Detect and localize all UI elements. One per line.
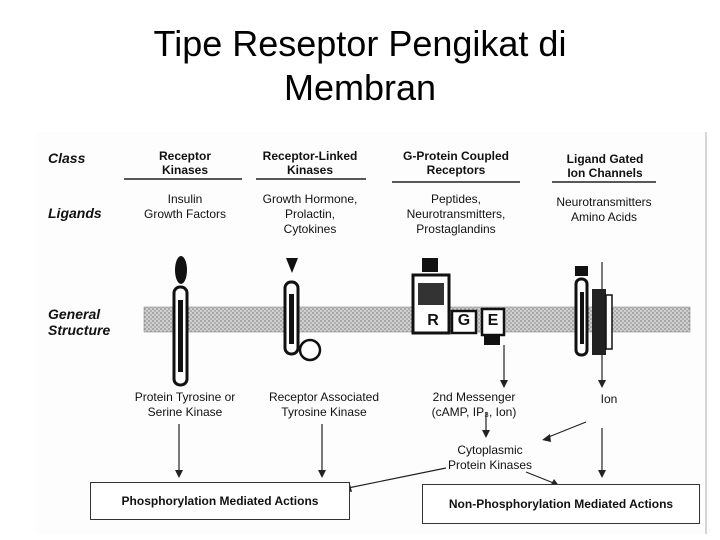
phosphorylation-actions-label: Phosphorylation Mediated Actions <box>121 494 319 508</box>
class-label-receptor-linked-kinases: Receptor-Linked Kinases <box>248 149 372 177</box>
ligand-item: Insulin <box>167 192 203 206</box>
class-label-ligand-gated: Ligand Gated Ion Channels <box>546 152 664 180</box>
class-label-receptor-kinases: Receptor Kinases <box>125 149 245 177</box>
class-label-line: Kinases <box>161 163 209 177</box>
effector-line: Serine Kinase <box>147 405 223 419</box>
slide-title-line1: Tipe Reseptor Pengikat di <box>153 23 567 64</box>
non-phosphorylation-actions-label: Non-Phosphorylation Mediated Actions <box>448 497 674 511</box>
letter-e: E <box>487 312 499 329</box>
class-label-line: Ligand Gated <box>566 152 644 166</box>
effector-label-second-messenger: 2nd Messenger (cAMP, IP₃, Ion) <box>416 390 532 420</box>
ligand-list-receptor-kinases: Insulin Growth Factors <box>125 192 245 222</box>
receptor-diagram: Class Ligands General Structure Receptor… <box>36 132 710 534</box>
ligand-item: Peptides, <box>430 192 482 206</box>
class-label-g-protein-coupled: G-Protein Coupled Receptors <box>386 149 526 177</box>
ligand-item: Amino Acids <box>570 210 638 224</box>
growth-hormone-ligand-shape <box>286 258 298 273</box>
class-label-line: Ion Channels <box>567 166 643 180</box>
neurotransmitter-ligand-shape <box>575 266 588 276</box>
ligand-item: Growth Hormone, <box>262 192 358 206</box>
effector-line: Protein Tyrosine or <box>134 390 236 404</box>
cytoplasmic-line: Protein Kinases <box>447 458 533 472</box>
letter-r: R <box>427 312 439 329</box>
slide-title: Tipe Reseptor Pengikat di Membran <box>0 22 720 110</box>
class-label-line: Receptors <box>426 163 486 177</box>
effector-line: 2nd Messenger <box>432 390 516 404</box>
slide-title-line2: Membran <box>283 67 437 108</box>
phosphorylation-actions-box: Phosphorylation Mediated Actions <box>90 482 350 520</box>
insulin-ligand-shape <box>175 256 187 284</box>
ligand-list-receptor-linked: Growth Hormone, Prolactin, Cytokines <box>248 192 372 237</box>
effector-line: Ion <box>600 392 618 406</box>
ligand-item: Neurotransmitters, <box>406 207 506 221</box>
class-label-line: Kinases <box>286 163 334 177</box>
effector-label-protein-kinase: Protein Tyrosine or Serine Kinase <box>122 390 248 420</box>
class-label-line: Receptor <box>158 149 211 163</box>
non-phosphorylation-actions-box: Non-Phosphorylation Mediated Actions <box>422 484 700 524</box>
row-label-class: Class <box>48 150 86 166</box>
effector-label-associated-kinase: Receptor Associated Tyrosine Kinase <box>258 390 390 420</box>
row-label-structure-line1: General <box>48 306 101 322</box>
ion-channel-right <box>592 289 606 355</box>
associated-kinase-shape <box>298 338 322 362</box>
effector-line: (cAMP, IP₃, Ion) <box>431 405 517 419</box>
effector-label-ion: Ion <box>584 392 634 407</box>
cytoplasmic-line: Cytoplasmic <box>457 443 523 457</box>
ligand-item: Growth Factors <box>143 207 227 221</box>
effector-line: Tyrosine Kinase <box>281 405 367 419</box>
ligand-item: Prostaglandins <box>416 222 496 236</box>
cytoplasmic-kinases-label: Cytoplasmic Protein Kinases <box>430 443 550 473</box>
row-label-structure-line2: Structure <box>48 322 111 338</box>
class-label-line: Receptor-Linked <box>262 149 358 163</box>
class-label-line: G-Protein Coupled <box>403 149 509 163</box>
ligand-item: Prolactin, <box>284 207 336 221</box>
ligand-item: Cytokines <box>283 222 337 236</box>
ligand-list-ion-channel: Neurotransmitters Amino Acids <box>538 195 670 225</box>
letter-g: G <box>457 312 471 329</box>
diagram-graphics <box>124 132 707 534</box>
row-label-structure: General Structure <box>48 306 110 338</box>
peptide-ligand-shape <box>422 258 438 272</box>
ligand-item: Neurotransmitters <box>556 195 652 209</box>
g-protein-shape <box>450 309 478 335</box>
ligand-list-g-protein: Peptides, Neurotransmitters, Prostagland… <box>386 192 526 237</box>
effector-line: Receptor Associated <box>268 390 380 404</box>
row-label-ligands: Ligands <box>48 205 102 221</box>
